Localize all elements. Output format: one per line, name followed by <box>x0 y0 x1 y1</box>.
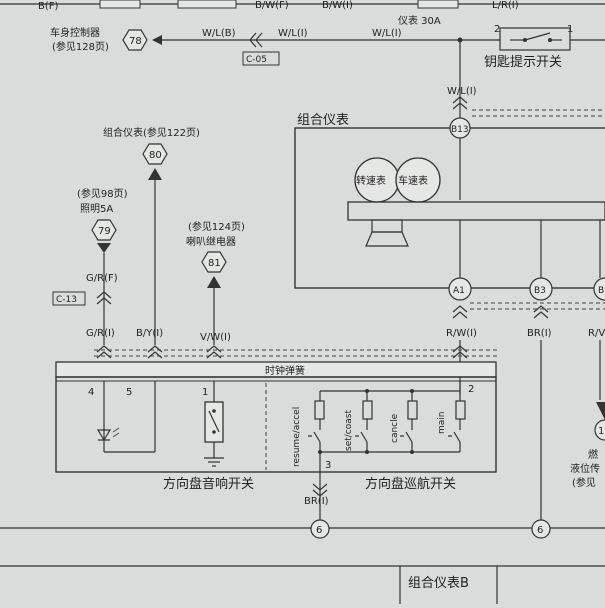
led-icon <box>96 429 112 442</box>
right-edge-fuel-sensor: 1 燃 液位传 (参见 <box>570 402 605 489</box>
cluster-ref: 组合仪表(参见122页) <box>103 126 200 139</box>
wire-gri-label: G/R(I) <box>86 328 115 339</box>
wire-wli-a-label: W/L(I) <box>278 28 308 39</box>
pin-b3-circle <box>529 277 553 301</box>
pin-right-circle <box>593 277 605 301</box>
wire-byi-label: B/Y(I) <box>136 328 163 339</box>
steering-switch-box: 时钟弹簧 4 5 1 2 <box>55 361 497 520</box>
switch-main: main <box>437 412 447 435</box>
top-wires: B(F) B/W(F) B/W(I) L/R(I) 仪表 30A 2 1 钥匙提… <box>0 0 605 70</box>
fuel-ref: (参见 <box>572 476 596 489</box>
switch-resume-accel: resume/accel <box>292 407 302 467</box>
ground-bus: 6 6 <box>0 519 605 539</box>
tachometer-label: 转速表 <box>356 174 386 187</box>
wire-rv-label: R/V <box>588 328 605 339</box>
wire-grf-label: G/R(F) <box>86 273 118 284</box>
pin-5: 5 <box>126 387 132 398</box>
fuel-label-2: 液位传 <box>570 462 600 475</box>
pin-4: 4 <box>88 387 94 398</box>
connector-c05: C-05 <box>246 55 267 65</box>
body-controller-wire: 车身控制器 (参见128页) 78 W/L(B) W/L(I) W/L(I) C… <box>50 26 500 120</box>
wire-vwi-label: V/W(I) <box>200 332 231 343</box>
pin-2: 2 <box>468 384 474 395</box>
pin-b3: B3 <box>534 286 546 296</box>
wire-wli-drop-label: W/L(I) <box>447 86 477 97</box>
arrow-down-icon <box>97 243 111 253</box>
cruise-switch-label: 方向盘巡航开关 <box>365 476 456 492</box>
connector-80: 80 <box>149 150 162 161</box>
lighting-ref: (参见98页) <box>77 187 128 200</box>
footer-label: 组合仪表B <box>408 576 469 591</box>
pin-right: B <box>598 286 604 296</box>
arrow-up-icon-2 <box>207 276 221 288</box>
left-references: 组合仪表(参见122页) 80 (参见98页) 照明5A 79 G/R(F) C… <box>52 126 500 359</box>
switch-cancel: cancle <box>390 413 400 443</box>
ground-6a: 6 <box>316 525 322 536</box>
speedometer-label: 车速表 <box>398 174 428 187</box>
pin-b13: B13 <box>451 125 469 135</box>
key-switch-label: 钥匙提示开关 <box>484 54 562 70</box>
wire-bwi-label: B/W(I) <box>322 0 353 11</box>
wire-rwi-label: R/W(I) <box>446 328 477 339</box>
fuel-label-1: 燃 <box>588 448 598 461</box>
wire-bri-switch-label: BR(I) <box>304 496 329 507</box>
pin-3: 3 <box>325 460 331 471</box>
connector-78-hex <box>122 29 148 51</box>
wire-bri-cluster-label: BR(I) <box>527 328 552 339</box>
switch-set-coast: set/coast <box>344 410 354 451</box>
body-controller-name: 车身控制器 <box>50 26 100 39</box>
wire-bwf-label: B/W(F) <box>255 0 289 11</box>
arrow-left-icon <box>152 35 162 45</box>
wire-lri-label: L/R(I) <box>492 0 519 11</box>
combination-meter-box: 组合仪表 B13 转速表 车速表 A1 B3 B R/W(I) BR(I) R/… <box>294 109 605 520</box>
horn-ref: (参见124页) <box>188 220 245 233</box>
ground-node-6a <box>310 519 330 539</box>
connector-80-hex <box>142 143 168 165</box>
wire-wlb-label: W/L(B) <box>202 28 236 39</box>
pin-a1-circle <box>448 277 472 301</box>
wire-wli-b-label: W/L(I) <box>372 28 402 39</box>
lighting-label: 照明5A <box>80 203 113 215</box>
horn-switch-label: 方向盘音响开关 <box>163 476 254 492</box>
fuse-label: 仪表 30A <box>398 14 441 27</box>
key-reminder-switch <box>499 27 605 51</box>
connector-c13: C-13 <box>56 295 77 305</box>
cruise-resistor-ladder <box>308 389 466 454</box>
ground-node-6b <box>531 519 551 539</box>
wire-bf-label: B(F) <box>38 1 59 12</box>
connector-81-hex <box>201 251 227 273</box>
buzzer-icon <box>365 231 409 247</box>
connector-81: 81 <box>208 258 221 269</box>
connector-78: 78 <box>129 36 142 47</box>
connector-1: 1 <box>598 426 604 437</box>
body-controller-ref: (参见128页) <box>52 40 109 53</box>
arrow-down-icon-2 <box>596 402 605 420</box>
pin-1: 1 <box>202 387 208 398</box>
horn-relay-label: 喇叭继电器 <box>186 235 236 248</box>
pin-a1: A1 <box>453 286 465 296</box>
cluster-title: 组合仪表 <box>297 113 349 128</box>
connector-79-hex <box>91 219 117 241</box>
connector-79: 79 <box>98 226 111 237</box>
arrow-up-icon <box>148 168 162 180</box>
page-footer: 组合仪表B <box>0 565 605 604</box>
ground-6b: 6 <box>537 525 543 536</box>
key-switch-pin2: 2 <box>494 24 500 35</box>
illumination-bar <box>347 201 605 221</box>
clock-spring-label: 时钟弹簧 <box>265 364 305 377</box>
